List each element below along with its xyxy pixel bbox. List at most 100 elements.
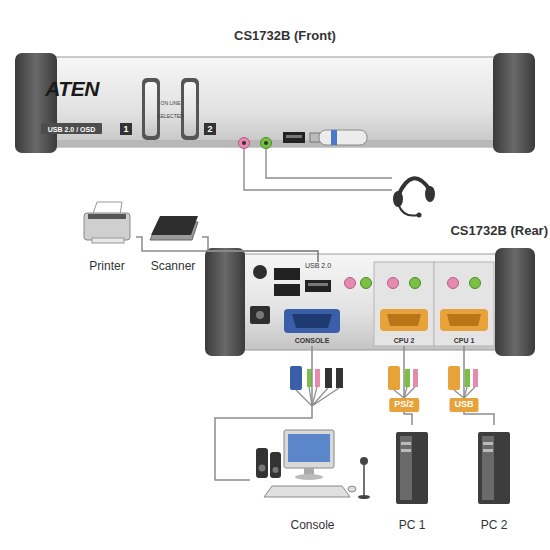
port-number: 2: [207, 125, 212, 134]
cpu-socket: [447, 314, 481, 326]
node-label: CS1732B (Rear): [450, 224, 548, 239]
kvm-front-panel: CS1732B (Front): [15, 53, 535, 153]
usb-port: [305, 280, 331, 292]
headset-earcup: [393, 191, 403, 207]
brand-logo: ATEN: [45, 78, 99, 99]
cpu-port: [440, 309, 488, 331]
rear-chassis: [222, 254, 512, 350]
pc-tower: [478, 432, 510, 504]
cable-line: [136, 237, 318, 262]
model-badge-text: USB 2.0 / OSD: [48, 125, 95, 132]
keyboard: [264, 486, 350, 497]
cable-line: [464, 346, 494, 425]
headset-audio-wire: [266, 149, 392, 178]
mouse: [348, 486, 356, 492]
usb-plug: [325, 368, 332, 388]
speaker: [270, 452, 281, 478]
printer-slot: [88, 214, 126, 219]
kvm-rear-panel: CS1732B (Rear)USB 2.0CONSOLECPU 2CPU 1: [205, 248, 535, 356]
front-right-bumper: [493, 53, 535, 153]
microphone: [360, 457, 368, 465]
cpu-plug: [388, 366, 400, 390]
node-label: PC 2: [474, 519, 514, 533]
pc-tower: [396, 432, 428, 504]
node-label: USB 2.0: [302, 262, 334, 270]
usb-plug: [336, 368, 343, 388]
usb-port-tongue: [308, 283, 328, 286]
usb-hub-port: USB 2.0: [302, 262, 334, 298]
node-label: CPU 1: [434, 337, 494, 345]
pc-drive: [401, 442, 411, 445]
headset-earcup: [425, 186, 435, 202]
pc-drive: [483, 449, 493, 452]
mic-jack: [345, 278, 356, 289]
cpu-port: [380, 309, 428, 331]
node-label: Console: [250, 519, 375, 533]
audio-plug: [413, 369, 418, 387]
node-label: CPU 2: [374, 337, 434, 345]
cpu-port-panel: [434, 262, 494, 346]
printer-device: Printer: [78, 198, 136, 276]
usb-stick-band: [331, 130, 337, 145]
cpu-socket: [387, 314, 421, 326]
usb-osd-badge: [41, 123, 102, 134]
pc-drive: [483, 442, 493, 445]
port-number-badge: [120, 123, 132, 135]
node-label: CS1732B (Front): [25, 29, 545, 44]
scanner-device: Scanner: [144, 198, 202, 276]
cable-line: [404, 346, 412, 425]
port-number-badge: [204, 123, 216, 135]
speaker-cone: [259, 465, 266, 472]
pc-drive: [401, 449, 411, 452]
cpu-plug: [448, 366, 460, 390]
jack-hole: [264, 141, 268, 145]
node-label: PC 1: [392, 519, 432, 533]
mic-jack: [448, 278, 459, 289]
port-button-slot: [181, 78, 199, 140]
monitor: [284, 430, 334, 468]
port-button: [145, 82, 157, 136]
audio-plug: [473, 369, 478, 387]
microphone-stand: [363, 464, 365, 496]
vga-plug: [290, 366, 302, 390]
headset-mic-wire: [244, 149, 392, 190]
vga-port: [284, 309, 340, 333]
headset-mic-boom: [399, 206, 418, 216]
usb-port: [283, 132, 305, 143]
speaker-jack: [470, 278, 481, 289]
front-chassis: [35, 57, 515, 147]
rear-left-bumper: [205, 248, 245, 356]
audio-plug: [315, 369, 320, 387]
audio-plug: [465, 369, 470, 387]
mic-jack: [388, 278, 399, 289]
console-station: Console: [250, 425, 375, 535]
power-switch: [253, 265, 267, 279]
cable-tag: PS/2: [389, 398, 419, 412]
power-jack: [250, 306, 270, 324]
printer-paper: [93, 202, 122, 214]
printer-tray: [92, 238, 124, 243]
port-number: 1: [123, 125, 128, 134]
front-left-bumper: [15, 53, 57, 153]
front-chassis-base: [35, 140, 515, 147]
speaker-jack: [261, 138, 272, 149]
printer-body: [84, 213, 130, 240]
monitor-screen: [288, 434, 330, 462]
pc-front-panel: [400, 436, 412, 500]
headset-mic: [417, 213, 422, 218]
cable-bundle: [394, 387, 415, 398]
cable-line: [202, 237, 318, 262]
vga-socket: [292, 314, 332, 328]
jack-hole: [242, 141, 246, 145]
speaker: [256, 448, 268, 478]
monitor-stand: [304, 468, 314, 475]
cable-bundle: [296, 387, 339, 406]
indicator-text: SELECTED: [157, 114, 183, 119]
monitor-base: [295, 474, 323, 480]
rear-right-bumper: [495, 248, 535, 356]
pc-front-panel: [482, 436, 494, 500]
computer: PC 2: [474, 425, 514, 535]
node-label: Printer: [78, 260, 136, 274]
